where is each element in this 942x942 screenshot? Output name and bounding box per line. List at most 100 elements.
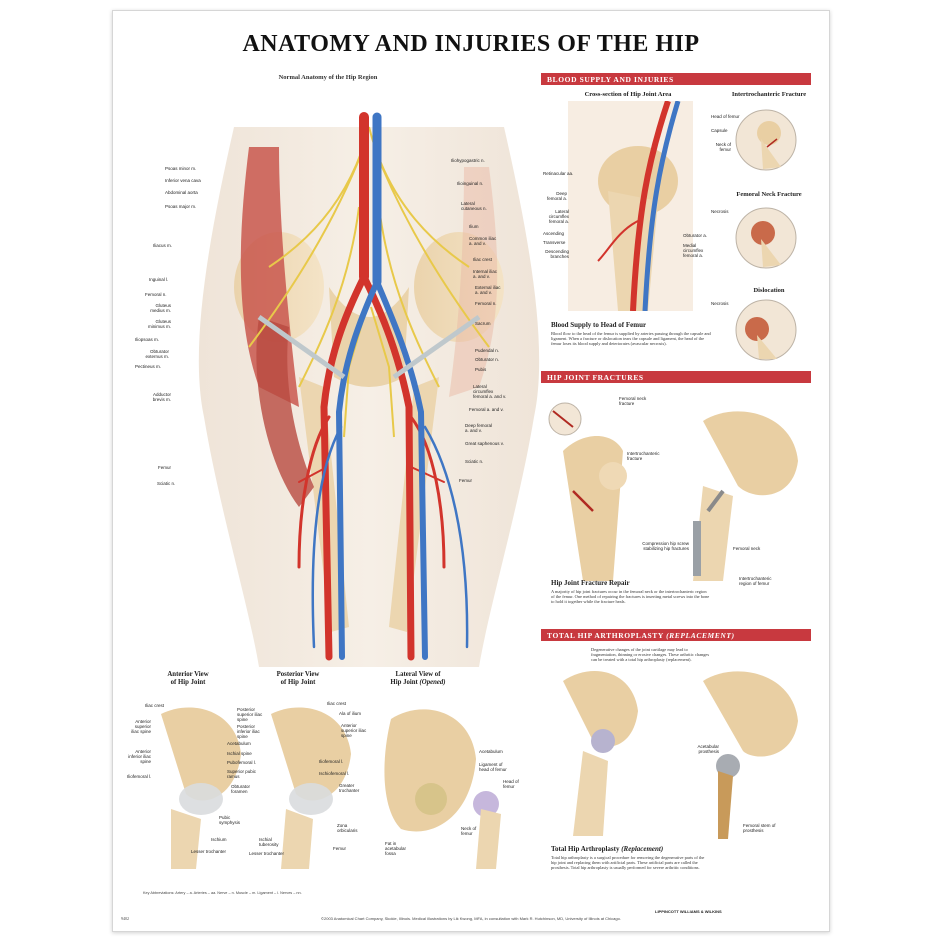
label: Anterior inferior iliac spine [128, 749, 151, 764]
arthroplasty-note: Degenerative changes of the joint cartil… [591, 647, 710, 663]
label: Greater trochanter [339, 783, 360, 793]
label: Neck of femur [715, 142, 731, 152]
femoral-neck-fracture-title: Femoral Neck Fracture [736, 191, 802, 198]
label: Capsule [711, 128, 728, 133]
label: Ilium [469, 224, 479, 229]
label: Lesser trochanter [249, 851, 285, 856]
arthroplasty-illustration [563, 671, 798, 839]
femoral-neck-fracture-illustration [735, 207, 797, 269]
arthroplasty-heading-main: Total Hip Arthroplasty [551, 845, 620, 853]
main-anatomy-illustration [198, 112, 540, 667]
section-header-arthroplasty: TOTAL HIP ARTHROPLASTY (REPLACEMENT) [541, 629, 811, 641]
label: Femoral neck fracture [619, 396, 647, 406]
copyright-footer: ©2003 Anatomical Chart Company, Skokie, … [321, 916, 621, 921]
label: Femur [333, 846, 347, 851]
label: Lesser trochanter [191, 849, 227, 854]
anterior-view-title: Anterior View of Hip Joint [143, 671, 233, 686]
fractures-text-heading: Hip Joint Fracture Repair [551, 579, 630, 587]
label: Psoas major m. [165, 204, 197, 209]
dislocation-title: Dislocation [753, 287, 785, 294]
label: Compression hip screw stabilizing hip fr… [642, 541, 689, 551]
main-figure-title: Normal Anatomy of the Hip Region [278, 74, 378, 81]
label: Pubis [475, 367, 487, 372]
label: Pubofemoral l. [227, 760, 257, 765]
label: Psoas minor m. [165, 166, 197, 171]
arthroplasty-text-heading: Total Hip Arthroplasty (Replacement) [551, 845, 663, 853]
label: Femoral n. [475, 301, 497, 306]
label: Internal iliac a. and v. [473, 269, 498, 279]
label: Intertrochanteric fracture [627, 451, 660, 461]
label: Iliac crest [145, 703, 165, 708]
label: Ischium [211, 837, 227, 842]
label: Gluteus medius m. [150, 303, 171, 313]
label: Gluteus minimus m. [147, 319, 171, 329]
label: Medial circumflex femoral a. [683, 243, 704, 258]
blood-supply-text: Blood flow to the head of the femur is s… [551, 331, 711, 347]
posterior-title-line2: of Hip Joint [280, 678, 316, 686]
label: Acetabular prosthesis [697, 744, 719, 754]
label: Pudendal n. [475, 348, 500, 353]
label: Necrosis [711, 301, 729, 306]
label: Femoral neck [733, 546, 761, 551]
label: Iliacus m. [153, 243, 173, 248]
label: Pectineus m. [135, 364, 162, 369]
key-abbreviations: Key Abbreviations: Artery – a. Arteries … [143, 891, 302, 895]
label: Femur [158, 465, 172, 470]
label: Femoral stem of prosthesis [743, 823, 776, 833]
fractures-text: A majority of hip joint fractures occur … [551, 589, 710, 605]
label: Sciatic n. [157, 481, 176, 486]
publisher-logo: LIPPINCOTT WILLIAMS & WILKINS [655, 909, 722, 914]
label: Pubic symphysis [219, 815, 241, 825]
label: Intertrochanteric region of femur [739, 576, 772, 586]
label: Iliofemoral l. [127, 774, 152, 779]
intertrochanteric-fracture-illustration [735, 109, 797, 171]
label: Ischiofemoral l. [319, 771, 350, 776]
label: Deep femoral a. [546, 191, 567, 201]
anterior-title-line2: of Hip Joint [170, 678, 206, 686]
label: Inferior vena cava [165, 178, 201, 183]
chart-code: 9402 [121, 916, 129, 921]
label: Transverse [543, 240, 566, 245]
label: Deep femoral a. and v. [465, 423, 493, 433]
poster: ANATOMY AND INJURIES OF THE HIP Normal A… [112, 10, 830, 932]
arthroplasty-header-main: TOTAL HIP ARTHROPLASTY [547, 631, 664, 640]
lateral-title-line2: Hip Joint [390, 678, 418, 686]
arthroplasty-text: Total hip arthroplasty is a surgical pro… [551, 855, 705, 871]
label: Ligament of head of femur [479, 762, 507, 772]
dislocation-illustration [735, 299, 797, 361]
blood-supply-text-heading: Blood Supply to Head of Femur [551, 321, 647, 329]
label: Ala of ilium [339, 711, 362, 716]
label: Sacrum [475, 321, 491, 326]
label: Obturator foramen [231, 784, 251, 794]
anterior-title-line1: Anterior View [167, 671, 209, 678]
arthroplasty-heading-italic: (Replacement) [621, 845, 664, 853]
label: Inguinal l. [149, 277, 169, 282]
label: Iliac crest [473, 257, 493, 262]
label: Superior pubic ramus [227, 769, 257, 779]
label: Necrosis [711, 209, 729, 214]
section-header-fractures: HIP JOINT FRACTURES [541, 371, 811, 383]
label: Obturator externus m. [145, 349, 169, 359]
arthroplasty-header-italic: (REPLACEMENT) [666, 631, 735, 640]
label: Femur [459, 478, 473, 483]
label: Femoral n. [145, 292, 167, 297]
label: Iliopsoas m. [135, 337, 160, 342]
label: Abdominal aorta [165, 190, 198, 195]
label: Iliac crest [327, 701, 347, 706]
label: Ischial spine [227, 751, 252, 756]
label: Femoral a. and v. [469, 407, 504, 412]
label: Descending branches [545, 249, 569, 259]
label: Acetabulum [227, 741, 251, 746]
label: Ilioinguinal n. [457, 181, 484, 186]
label: Lateral circumflex femoral a. [548, 209, 569, 224]
posterior-view-title: Posterior View of Hip Joint [253, 671, 343, 686]
label: Iliohypogastric n. [451, 158, 485, 163]
label: Fat in acetabular fossa [385, 841, 407, 856]
label: Anterior superior iliac spine [341, 723, 367, 738]
cross-section-illustration [568, 101, 693, 311]
label: External iliac a. and v. [475, 285, 501, 295]
lateral-view-title: Lateral View of Hip Joint (Opened) [363, 671, 473, 686]
label: Neck of femur [461, 826, 477, 836]
label: Anterior superior iliac spine [131, 719, 151, 734]
label: Lateral circumflex femoral a. and v. [473, 384, 507, 399]
